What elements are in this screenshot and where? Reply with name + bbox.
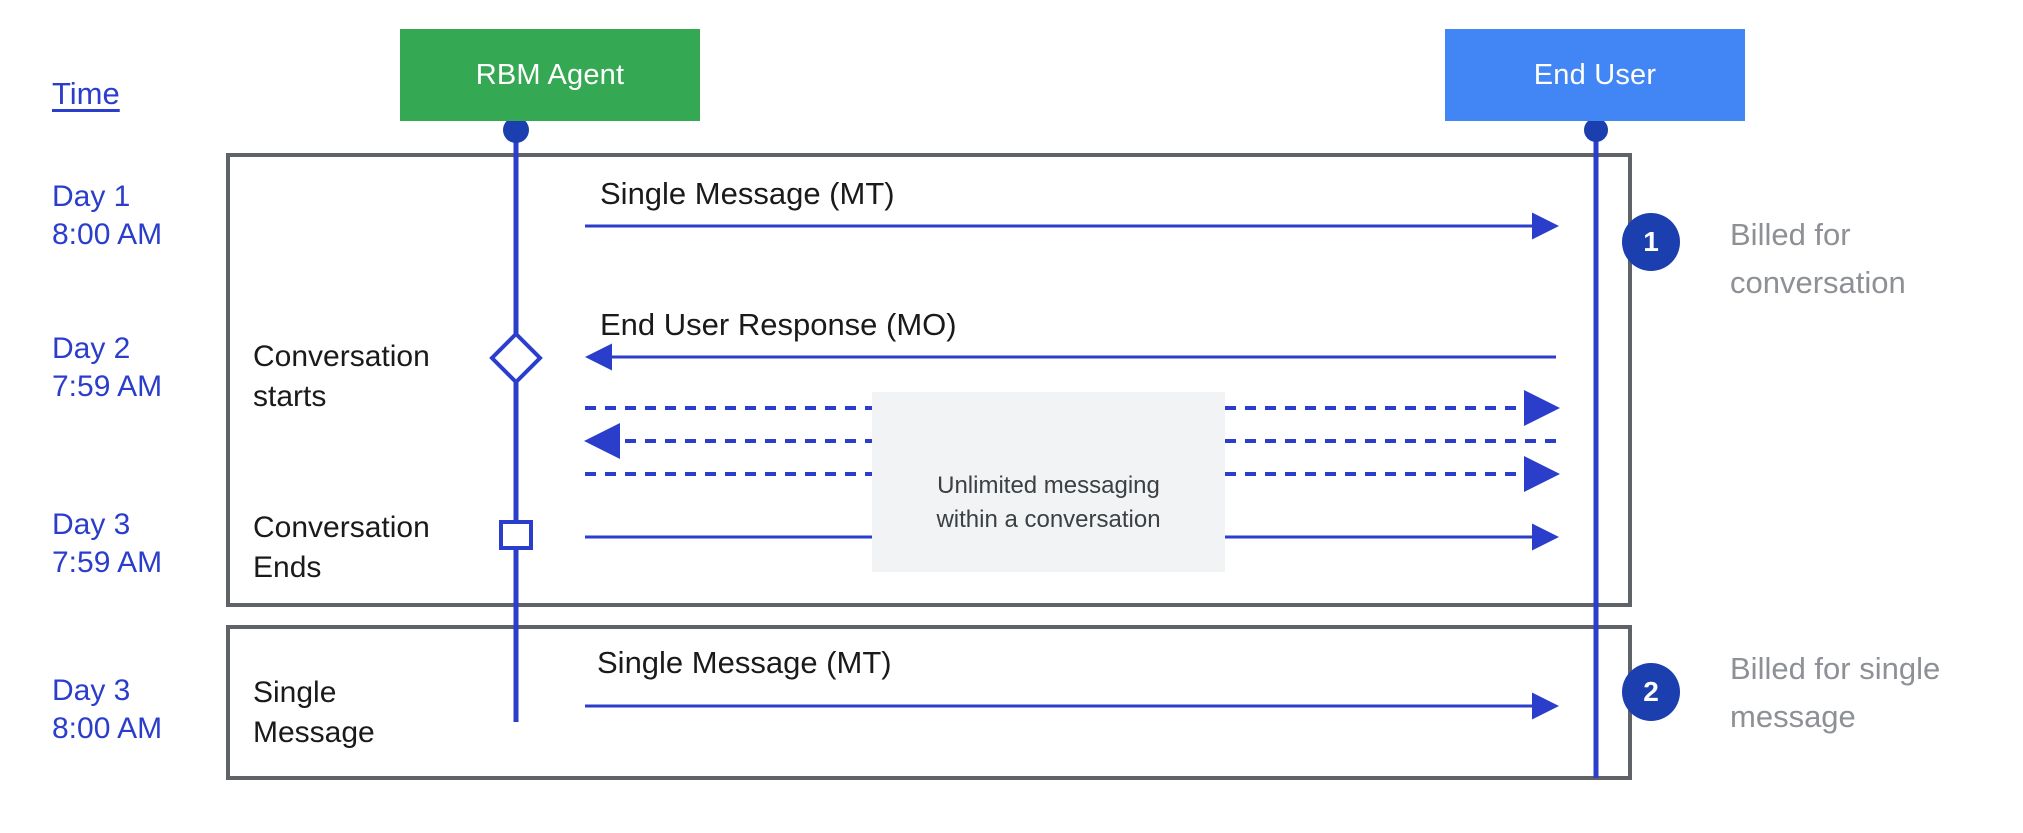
note-unlimited-messaging-text: Unlimited messaging within a conversatio… (936, 472, 1161, 533)
note-unlimited-messaging: Unlimited messaging within a conversatio… (872, 392, 1225, 572)
callout-text-billed-for-single-message: Billed for single message (1730, 651, 1941, 734)
callout-badge-2[interactable]: 2 (1622, 663, 1680, 721)
stage-label-conversation-starts: Conversation starts (253, 340, 430, 413)
conversation-frame (226, 153, 1632, 607)
actor-end-user-label: End User (1533, 58, 1657, 91)
user-lifeline-dot (1584, 118, 1608, 142)
callout-badge-1[interactable]: 1 (1622, 213, 1680, 271)
actor-end-user[interactable]: End User (1445, 29, 1745, 121)
callout-text-billed-for-conversation: Billed for conversation (1730, 217, 1906, 300)
time-axis-header: Time (52, 76, 120, 111)
stage-label-conversation-ends: Conversation Ends (253, 511, 430, 584)
actor-rbm-agent-label: RBM Agent (475, 58, 625, 91)
time-label-day1-800am: Day 1 8:00 AM (52, 180, 163, 251)
conversation-end-square (499, 520, 533, 550)
callout-badge-2-number: 2 (1643, 676, 1659, 707)
single-message-frame (226, 625, 1632, 780)
agent-lifeline-dot (503, 117, 529, 143)
message-caption-mt-2: Single Message (MT) (597, 645, 892, 680)
conversation-start-diamond (489, 331, 543, 385)
stage-label-single-message: Single Message (253, 676, 375, 749)
message-caption-mo-1: End User Response (MO) (600, 307, 957, 342)
message-caption-mt-1: Single Message (MT) (600, 176, 895, 211)
actor-rbm-agent[interactable]: RBM Agent (400, 29, 700, 121)
time-label-day3-759am: Day 3 7:59 AM (52, 508, 163, 579)
time-label-day2-759am: Day 2 7:59 AM (52, 332, 163, 403)
callout-badge-1-number: 1 (1643, 226, 1659, 257)
time-label-day3-800am: Day 3 8:00 AM (52, 674, 163, 745)
